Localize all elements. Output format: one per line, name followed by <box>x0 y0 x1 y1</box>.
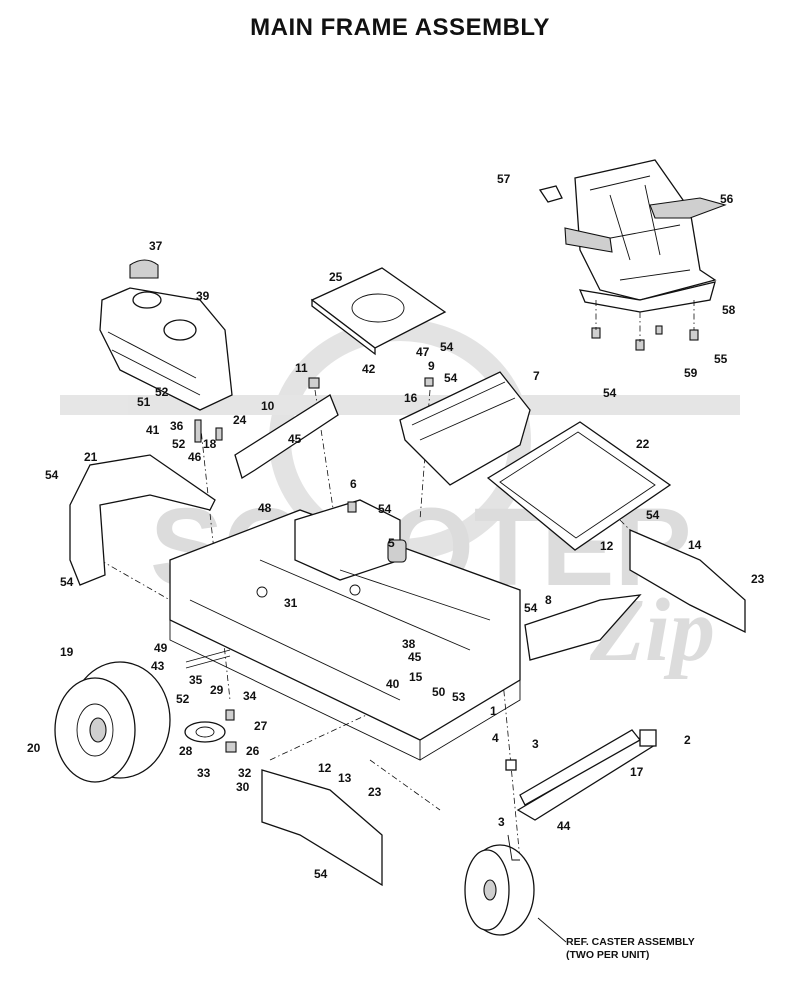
callout-35: 35 <box>189 673 203 687</box>
side-panels <box>261 529 746 887</box>
callout-57: 57 <box>497 172 511 186</box>
callout-55: 55 <box>714 352 728 366</box>
callout-20: 20 <box>27 741 41 755</box>
callout-31: 31 <box>284 596 298 610</box>
caster-note: REF. CASTER ASSEMBLY (TWO PER UNIT) <box>566 936 695 962</box>
callout-47: 47 <box>416 345 430 359</box>
callout-9: 9 <box>428 359 435 373</box>
main-frame <box>169 499 521 761</box>
callout-42: 42 <box>362 362 376 376</box>
callout-16: 16 <box>404 391 418 405</box>
callout-6: 6 <box>350 477 357 491</box>
bracket <box>234 377 339 479</box>
callout-52: 52 <box>176 692 190 706</box>
callout-1: 1 <box>490 704 497 718</box>
callout-59: 59 <box>684 366 698 380</box>
callout-49: 49 <box>154 641 168 655</box>
callout-24: 24 <box>233 413 247 427</box>
callout-23: 23 <box>368 785 382 799</box>
callout-29: 29 <box>210 683 224 697</box>
callout-8: 8 <box>545 593 552 607</box>
callout-54: 54 <box>440 340 454 354</box>
caster-assembly <box>464 729 657 936</box>
callout-54: 54 <box>646 508 660 522</box>
footrest-tray <box>486 421 672 551</box>
callout-56: 56 <box>720 192 734 206</box>
fuel-tank <box>99 259 233 443</box>
seat <box>538 159 727 351</box>
callout-33: 33 <box>197 766 211 780</box>
callout-7: 7 <box>533 369 540 383</box>
callout-54: 54 <box>314 867 328 881</box>
callout-54: 54 <box>60 575 74 589</box>
callout-37: 37 <box>149 239 163 253</box>
callout-5: 5 <box>388 536 395 550</box>
callout-21: 21 <box>84 450 98 464</box>
callout-12: 12 <box>318 761 332 775</box>
callout-3: 3 <box>532 737 539 751</box>
callout-44: 44 <box>557 819 571 833</box>
callout-3: 3 <box>498 815 505 829</box>
caster-note-leader <box>537 917 567 943</box>
callout-15: 15 <box>409 670 423 684</box>
callout-45: 45 <box>288 432 302 446</box>
callout-48: 48 <box>258 501 272 515</box>
callout-41: 41 <box>146 423 160 437</box>
callout-36: 36 <box>170 419 184 433</box>
callout-54: 54 <box>45 468 59 482</box>
callout-38: 38 <box>402 637 416 651</box>
callout-45: 45 <box>408 650 422 664</box>
callout-43: 43 <box>151 659 165 673</box>
callout-26: 26 <box>246 744 260 758</box>
callout-40: 40 <box>386 677 400 691</box>
callout-19: 19 <box>60 645 74 659</box>
callout-18: 18 <box>203 437 217 451</box>
callout-4: 4 <box>492 731 499 745</box>
callout-17: 17 <box>630 765 644 779</box>
callout-27: 27 <box>254 719 268 733</box>
callout-53: 53 <box>452 690 466 704</box>
seat-plate <box>310 267 447 356</box>
callout-28: 28 <box>179 744 193 758</box>
callout-54: 54 <box>444 371 458 385</box>
rear-wheel <box>54 661 171 783</box>
callout-39: 39 <box>196 289 210 303</box>
callout-2: 2 <box>684 733 691 747</box>
callout-11: 11 <box>295 361 308 375</box>
callout-25: 25 <box>329 270 343 284</box>
callout-14: 14 <box>688 538 702 552</box>
callout-52: 52 <box>155 385 169 399</box>
callout-22: 22 <box>636 437 650 451</box>
callout-58: 58 <box>722 303 736 317</box>
callout-23: 23 <box>751 572 765 586</box>
pulley-and-spring <box>184 649 237 753</box>
callout-10: 10 <box>261 399 275 413</box>
caster-note-line1: REF. CASTER ASSEMBLY <box>566 936 695 948</box>
callout-32: 32 <box>238 766 252 780</box>
rear-cover <box>69 454 216 586</box>
callout-12: 12 <box>600 539 614 553</box>
caster-note-line2: (TWO PER UNIT) <box>566 949 650 961</box>
callout-54: 54 <box>603 386 617 400</box>
callout-54: 54 <box>378 502 392 516</box>
callout-52: 52 <box>172 437 186 451</box>
callout-46: 46 <box>188 450 202 464</box>
page-title: MAIN FRAME ASSEMBLY <box>250 14 550 41</box>
callout-13: 13 <box>338 771 352 785</box>
callout-30: 30 <box>236 780 250 794</box>
callout-50: 50 <box>432 685 446 699</box>
callout-51: 51 <box>137 395 151 409</box>
callout-54: 54 <box>524 601 538 615</box>
control-console <box>399 371 531 486</box>
callout-34: 34 <box>243 689 257 703</box>
